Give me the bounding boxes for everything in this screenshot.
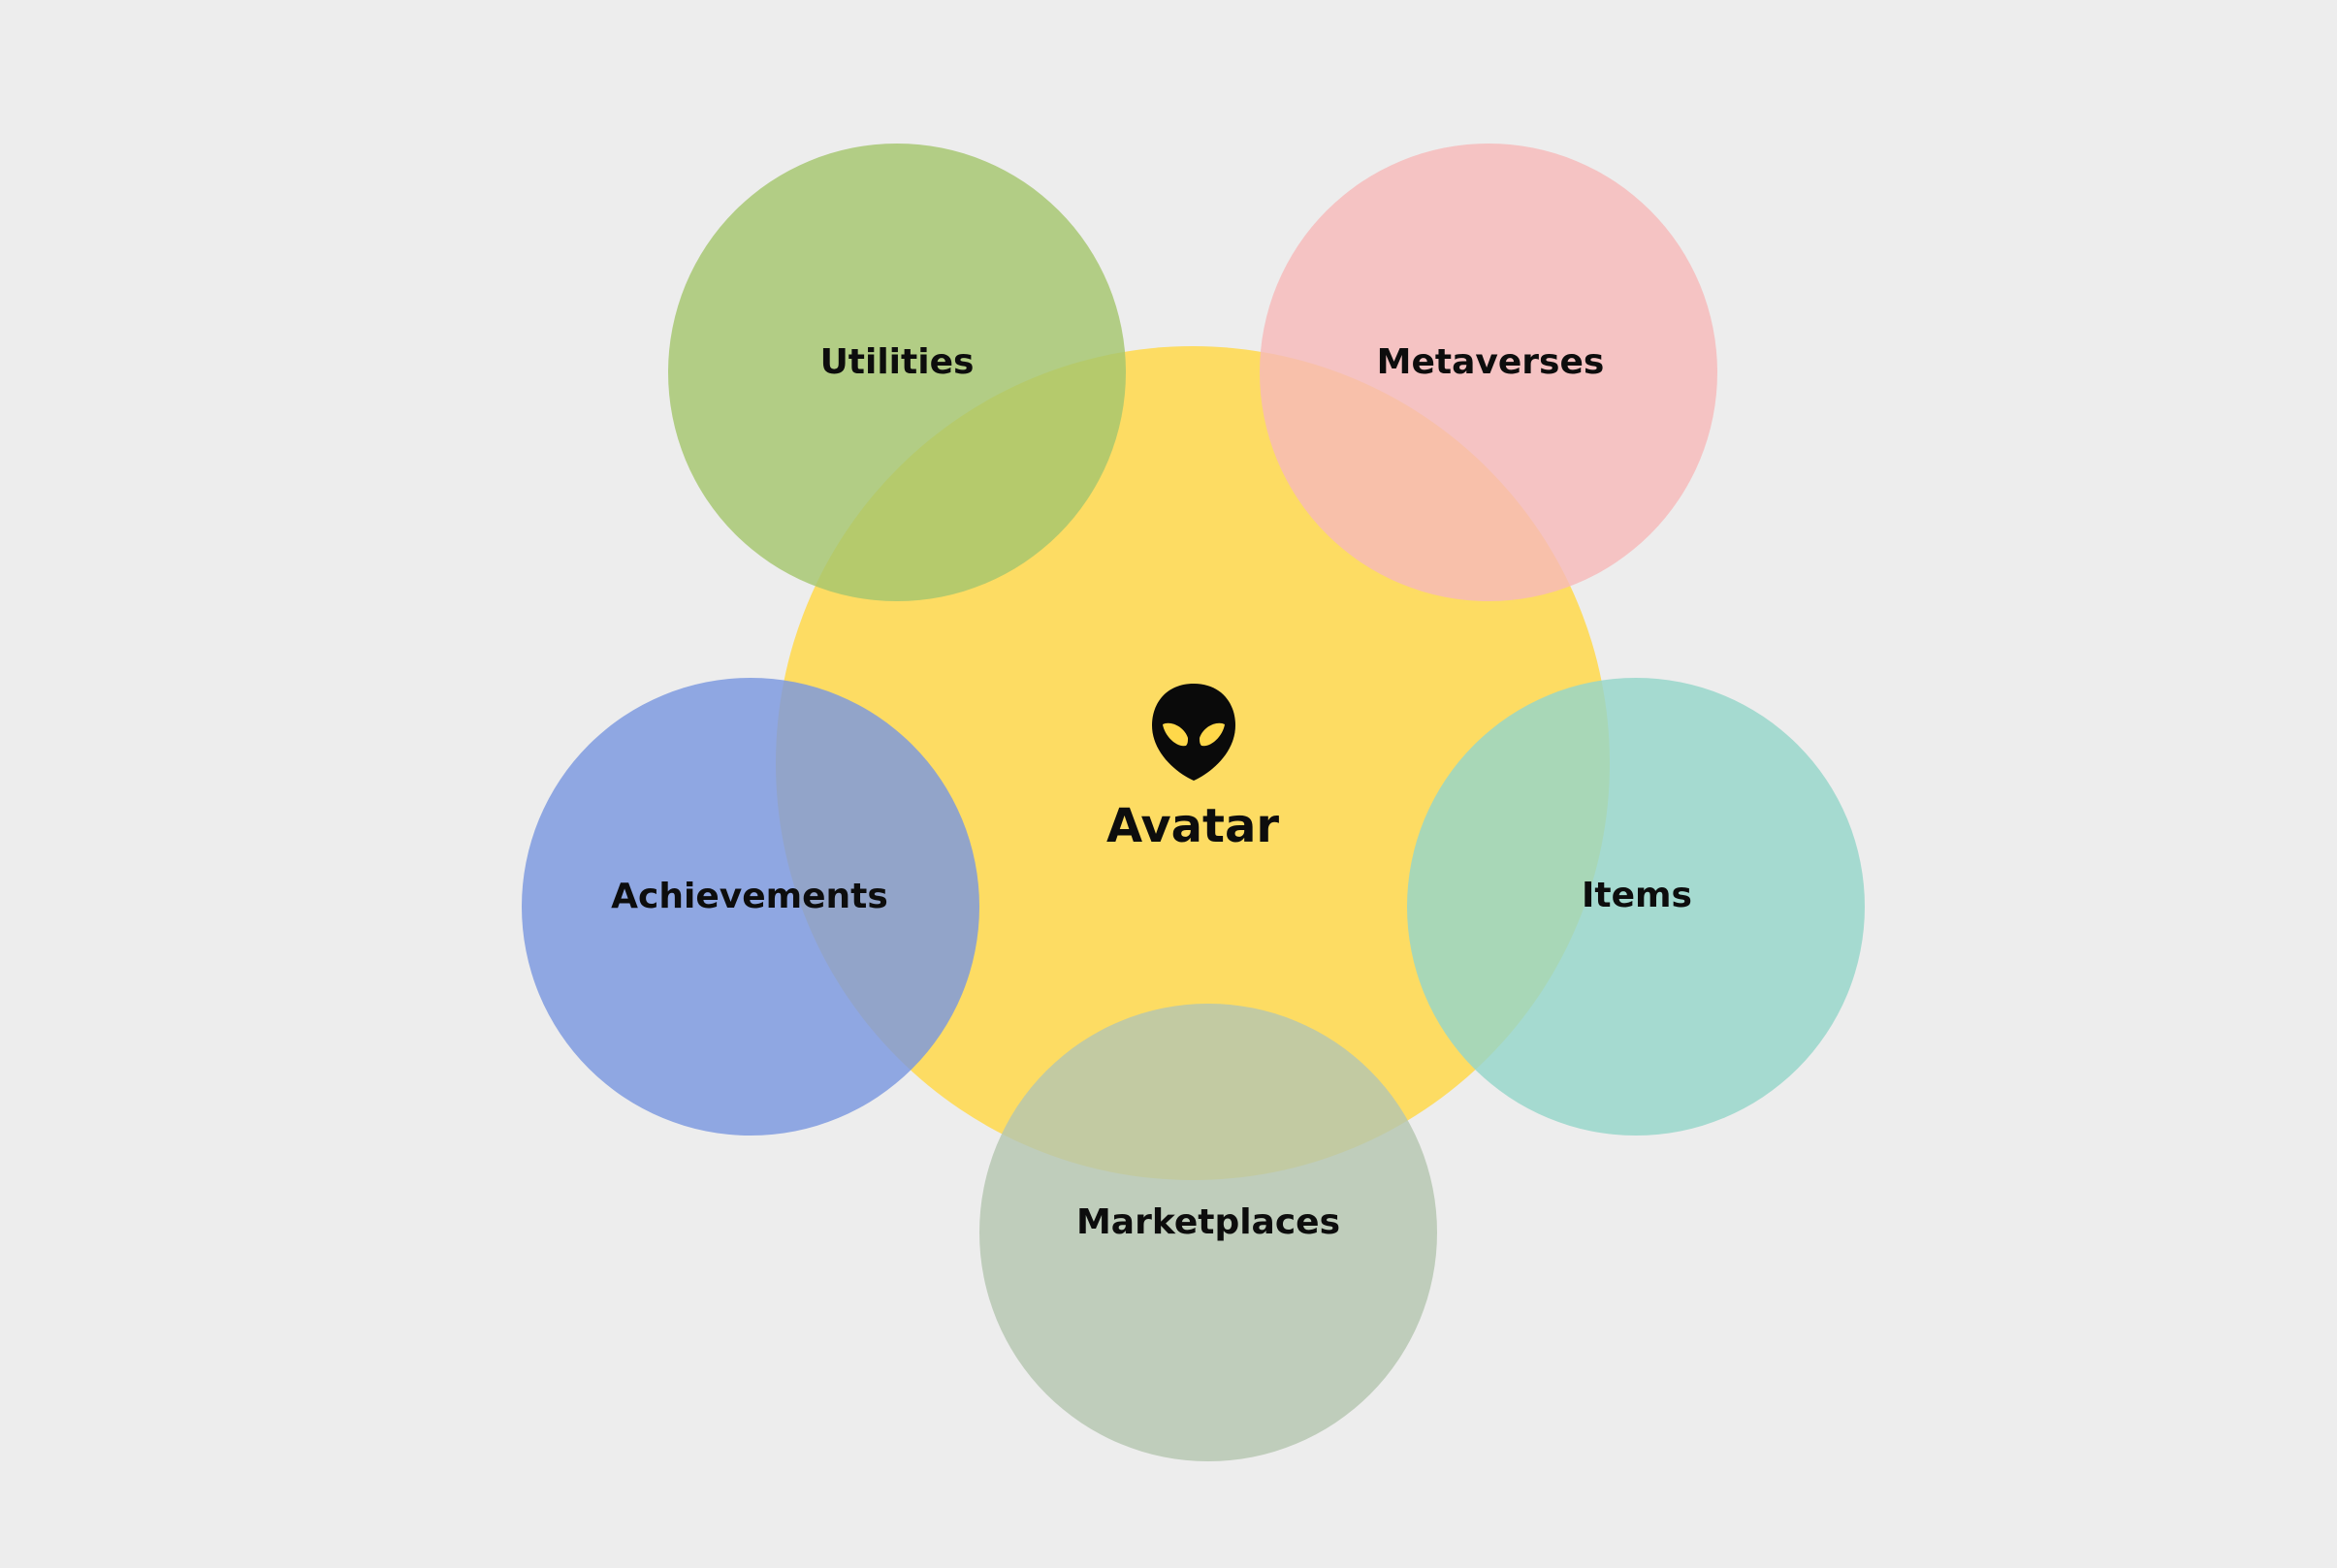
circle-items xyxy=(1407,678,1865,1136)
label-metaverses: Metaverses xyxy=(1377,342,1605,382)
circle-utilities xyxy=(668,144,1126,601)
circle-achievements xyxy=(522,678,979,1136)
alien-head-icon xyxy=(1152,684,1235,781)
center-label-avatar: Avatar xyxy=(1106,799,1279,853)
label-marketplaces: Marketplaces xyxy=(1076,1202,1340,1242)
circle-metaverses xyxy=(1260,144,1717,601)
label-achievements: Achievements xyxy=(611,877,888,916)
circle-marketplaces xyxy=(979,1004,1437,1461)
label-utilities: Utilities xyxy=(820,342,975,382)
label-items: Items xyxy=(1582,876,1692,915)
